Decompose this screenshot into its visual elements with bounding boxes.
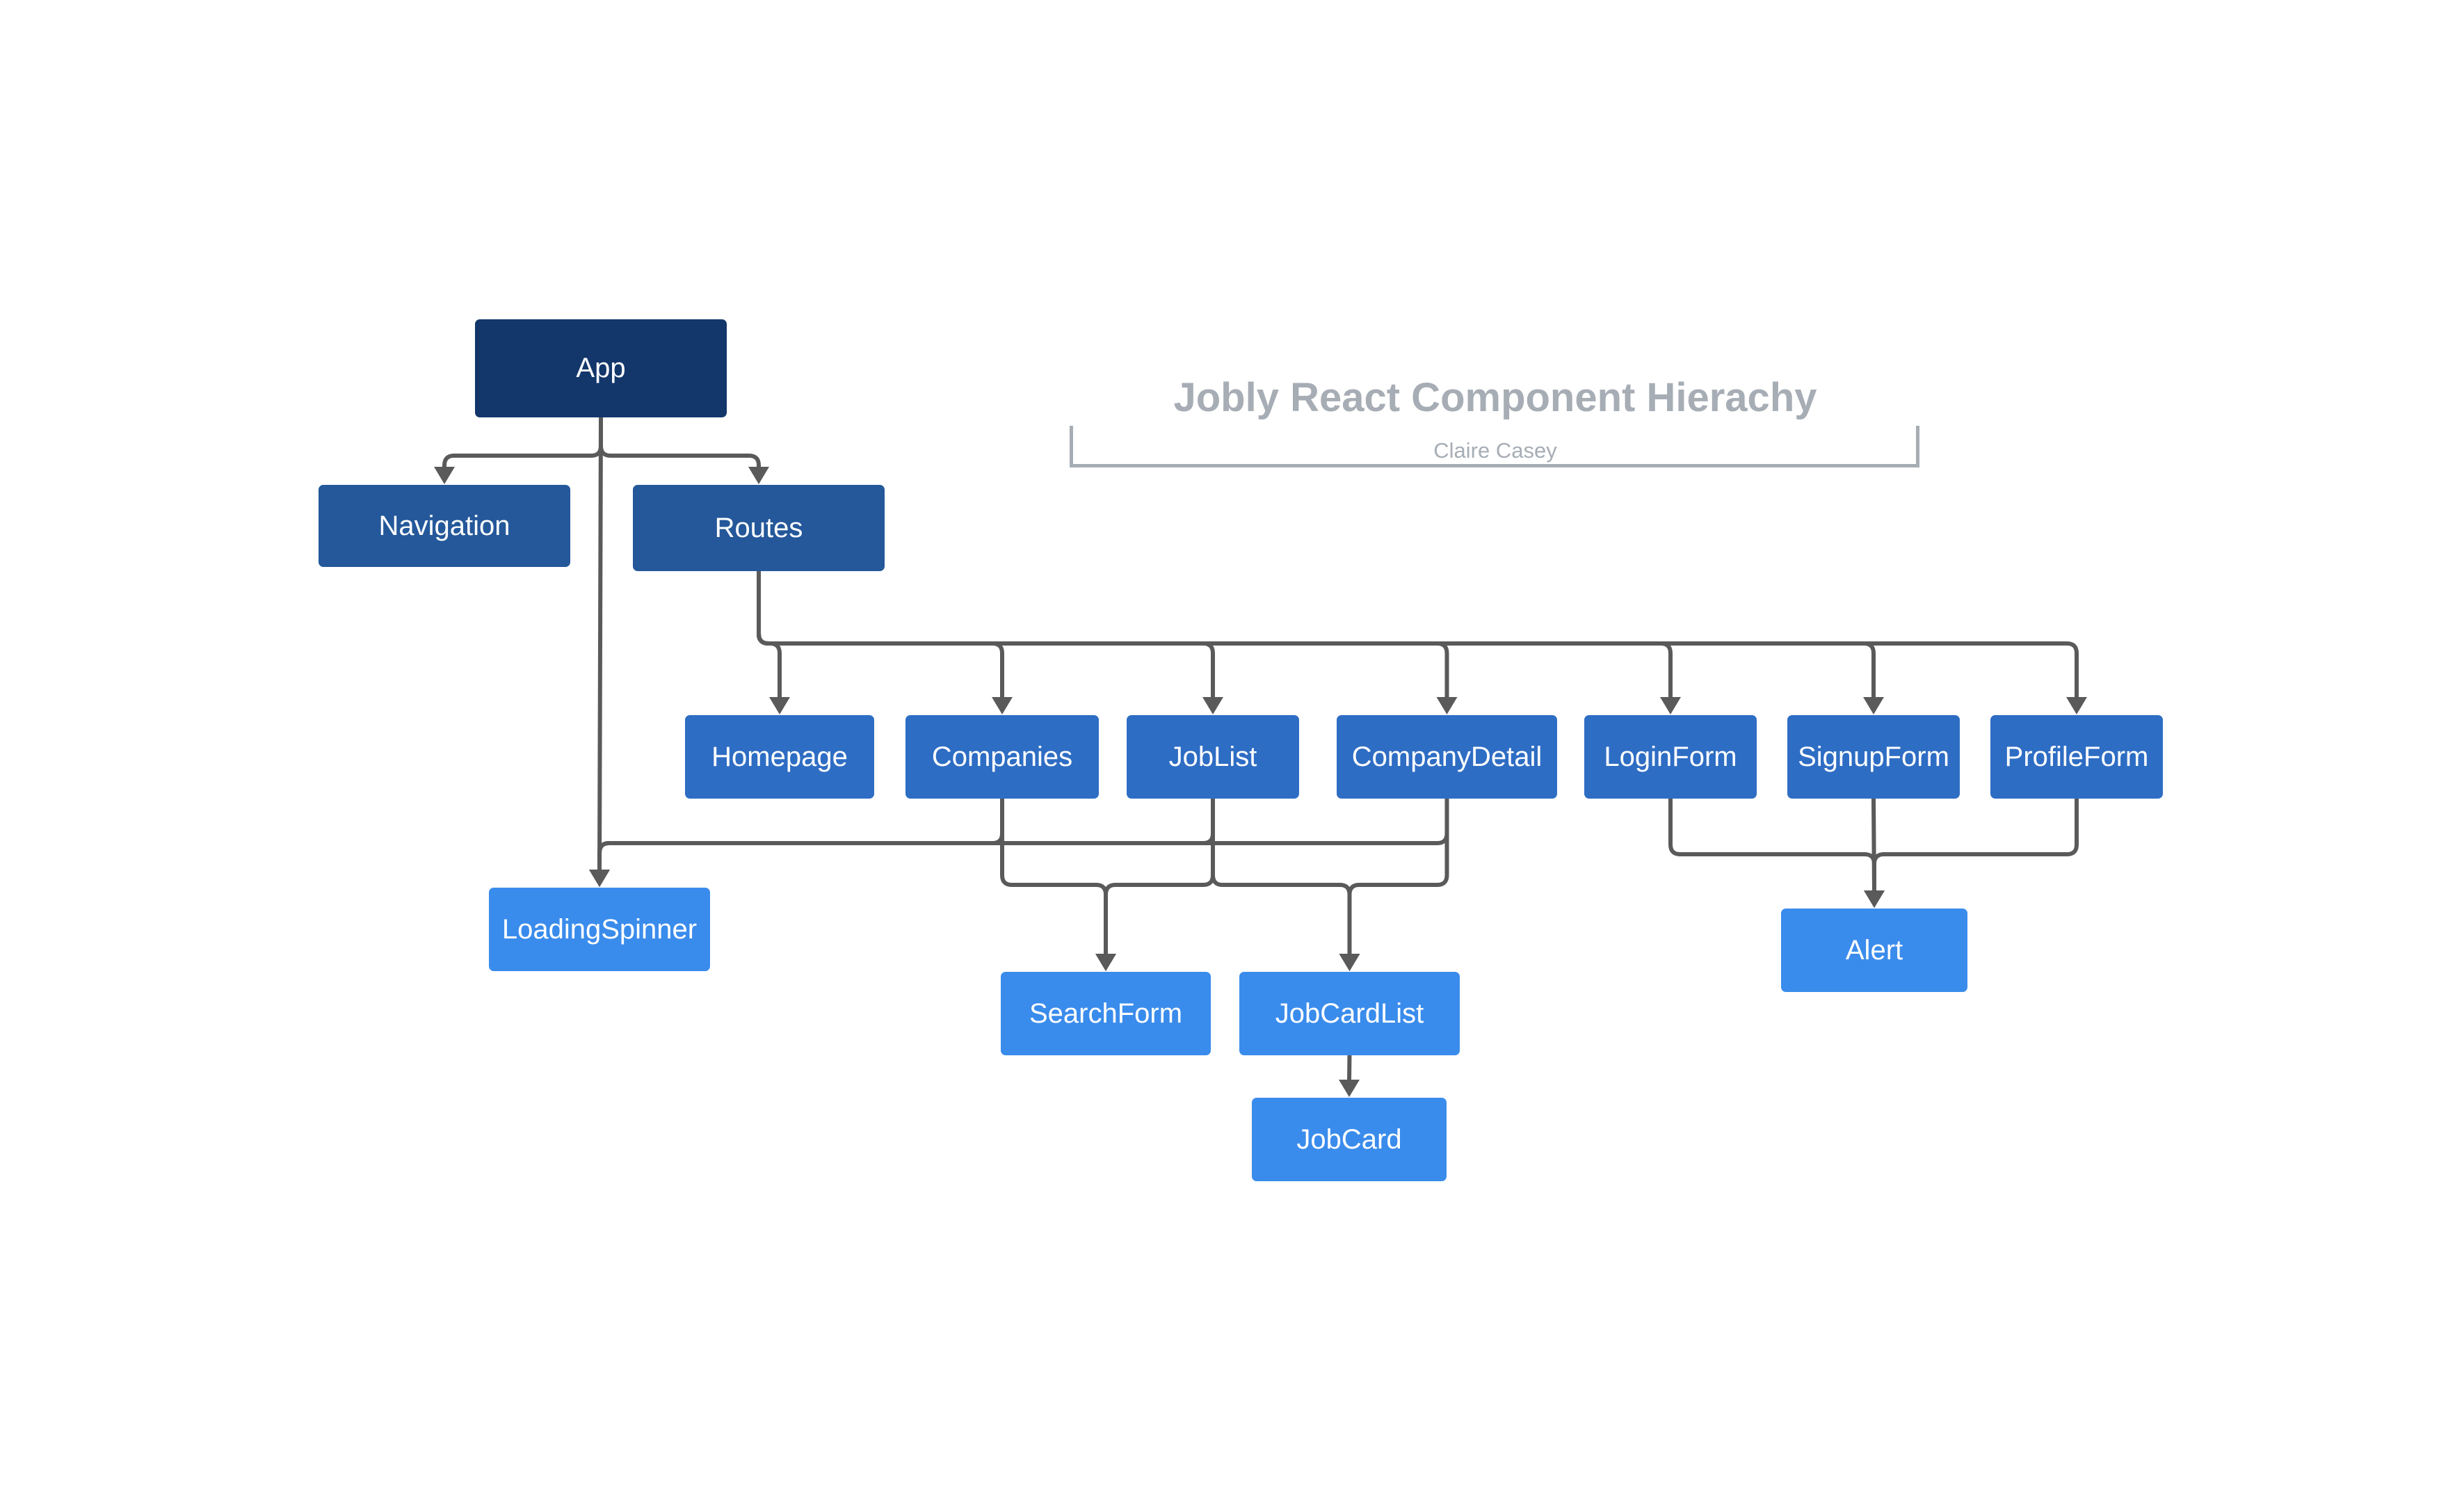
node-app[interactable]: App <box>475 319 727 417</box>
arrowhead-companydetail-to-jobcardlist <box>1339 954 1360 971</box>
connector-routes-to-companies <box>757 569 1004 701</box>
arrowhead-app-to-navigation <box>434 467 455 484</box>
diagram-author: Claire Casey <box>1433 438 1557 463</box>
connector-companies-to-loadingspinner <box>597 797 1004 873</box>
arrowhead-routes-to-companydetail <box>1436 697 1458 714</box>
connector-jobcardlist-to-jobcard <box>1347 1053 1352 1083</box>
connector-app-to-navigation <box>442 415 603 470</box>
node-alert[interactable]: Alert <box>1781 909 1967 992</box>
connector-joblist-to-loadingspinner <box>597 797 1215 873</box>
arrowhead-app-to-routes <box>748 467 769 484</box>
connector-companies-to-searchform <box>1000 797 1108 957</box>
node-profileform[interactable]: ProfileForm <box>1990 715 2163 799</box>
connector-companydetail-to-loadingspinner <box>597 797 1449 873</box>
connector-profileform-to-alert <box>1872 797 2079 894</box>
arrowhead-jobcardlist-to-jobcard <box>1339 1080 1360 1097</box>
connector-routes-to-profileform <box>757 569 2079 701</box>
connector-companydetail-to-jobcardlist <box>1347 797 1449 957</box>
arrowhead-routes-to-profileform <box>2066 697 2087 714</box>
arrowhead-routes-to-companies <box>992 697 1013 714</box>
node-jobcard[interactable]: JobCard <box>1252 1098 1447 1181</box>
connector-routes-to-joblist <box>757 569 1215 701</box>
node-joblist[interactable]: JobList <box>1127 715 1299 799</box>
node-navigation[interactable]: Navigation <box>319 485 570 567</box>
connector-joblist-to-searchform <box>1104 797 1215 957</box>
node-companies[interactable]: Companies <box>905 715 1099 799</box>
node-loadingspinner[interactable]: LoadingSpinner <box>489 888 710 971</box>
arrowhead-routes-to-homepage <box>769 697 790 714</box>
arrowhead-routes-to-joblist <box>1202 697 1223 714</box>
node-signupform[interactable]: SignupForm <box>1787 715 1960 799</box>
connector-routes-to-companydetail <box>757 569 1449 701</box>
connector-loginform-to-alert <box>1668 797 1876 894</box>
connector-routes-to-homepage <box>757 569 782 701</box>
diagram-title: Jobly React Component Hierachy <box>1173 375 1817 420</box>
connector-joblist-to-jobcardlist <box>1211 797 1352 957</box>
node-routes[interactable]: Routes <box>633 485 885 571</box>
arrowhead-routes-to-signupform <box>1863 697 1884 714</box>
connector-app-to-routes <box>599 415 761 470</box>
connector-routes-to-signupform <box>757 569 1876 701</box>
arrowhead-joblist-to-searchform <box>1095 954 1116 971</box>
node-jobcardlist[interactable]: JobCardList <box>1239 972 1460 1055</box>
node-searchform[interactable]: SearchForm <box>1001 972 1211 1055</box>
node-loginform[interactable]: LoginForm <box>1584 715 1757 799</box>
arrowhead-routes-to-loginform <box>1660 697 1681 714</box>
title-bracket <box>1070 426 1919 467</box>
connector-app-to-loadingspinner <box>597 415 603 873</box>
node-companydetail[interactable]: CompanyDetail <box>1337 715 1557 799</box>
node-homepage[interactable]: Homepage <box>685 715 874 799</box>
arrowhead-companydetail-to-loadingspinner <box>589 870 610 887</box>
arrowhead-profileform-to-alert <box>1864 890 1885 908</box>
